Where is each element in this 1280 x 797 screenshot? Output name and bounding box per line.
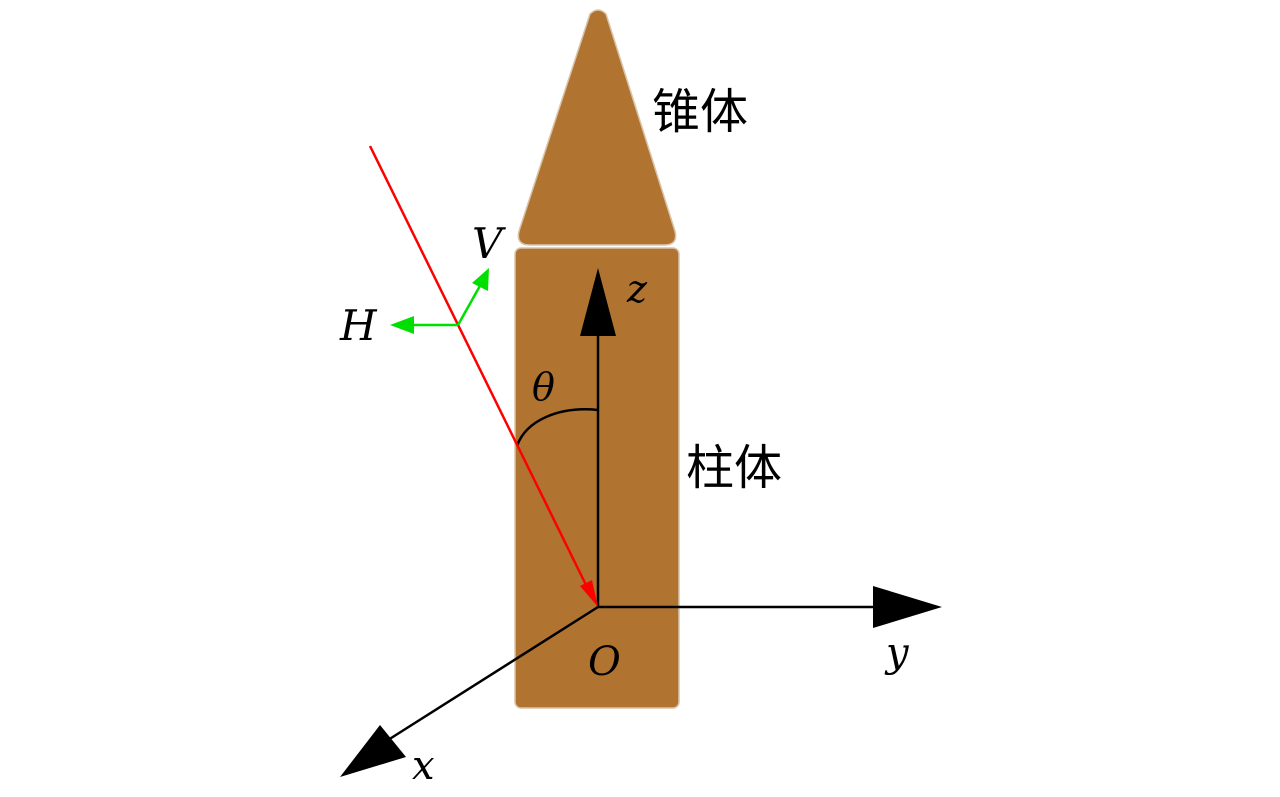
y-axis-arrowhead <box>873 586 942 628</box>
cylinder-label: 柱体 <box>686 440 782 496</box>
cone-body <box>517 9 677 246</box>
x-axis-line <box>387 605 599 742</box>
y-axis-label: y <box>884 630 910 676</box>
theta-arc <box>515 408 599 447</box>
v-vector-label: V <box>472 219 506 268</box>
z-axis-arrowhead <box>580 268 616 336</box>
incident-ray-arrowhead <box>580 580 598 607</box>
theta-label: θ <box>532 365 555 409</box>
x-axis-arrowhead <box>340 725 406 777</box>
v-vector-line <box>456 283 483 326</box>
v-vector-arrowhead <box>472 268 489 291</box>
h-vector-label: H <box>339 301 378 350</box>
h-vector-arrowhead <box>390 316 414 334</box>
x-axis-label: x <box>412 743 435 789</box>
z-axis-label: z <box>626 267 648 311</box>
cone-label: 锥体 <box>652 84 748 140</box>
origin-label: O <box>588 639 621 685</box>
incident-ray <box>368 145 591 592</box>
